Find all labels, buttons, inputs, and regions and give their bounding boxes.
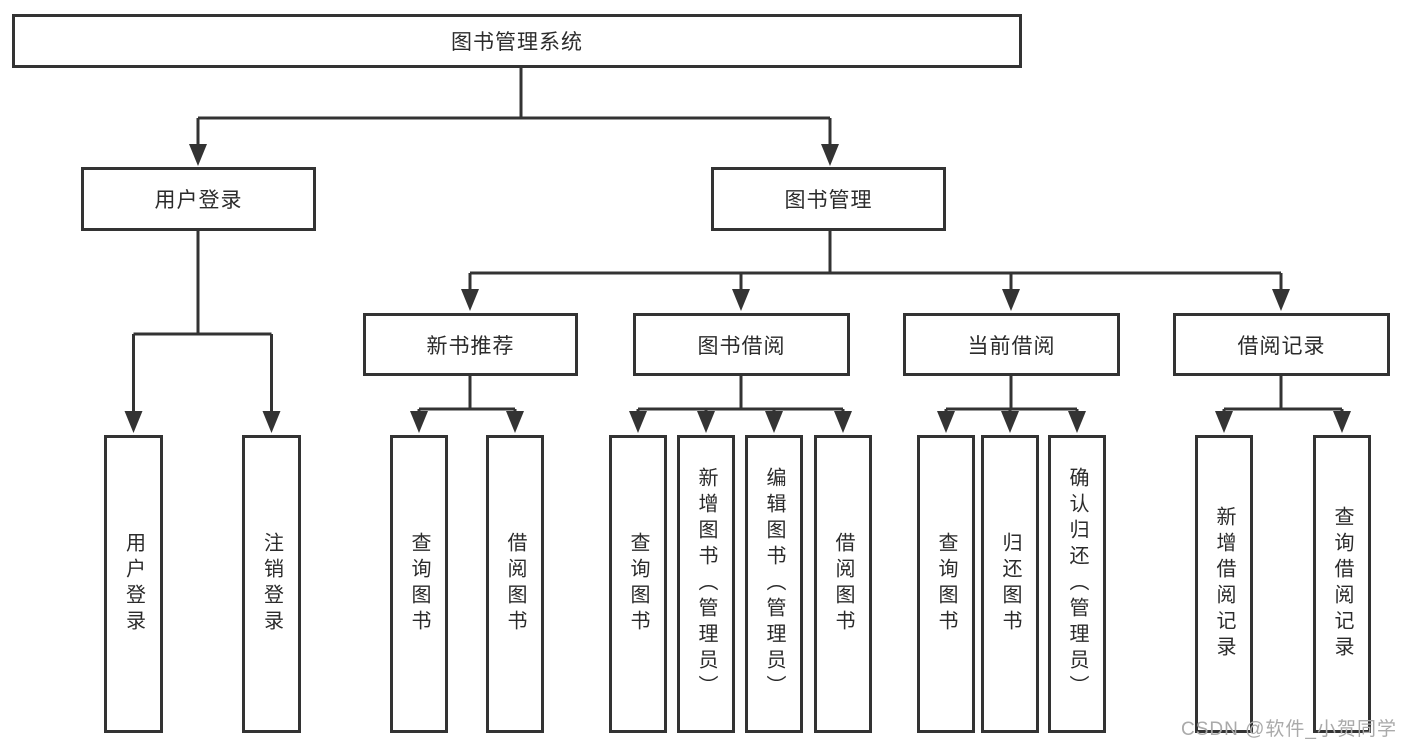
leaf-borrow-books-borrowing-label: 借阅图书: [832, 532, 854, 636]
leaf-query-books-borrowing: 查询图书: [609, 435, 667, 733]
leaf-logout-label: 注销登录: [260, 532, 283, 636]
leaf-add-book-admin-label: 新增图书（管理员）: [695, 467, 717, 701]
leaf-borrow-books-borrowing: 借阅图书: [814, 435, 872, 733]
leaf-return-book-label: 归还图书: [999, 532, 1021, 636]
watermark: CSDN @软件_小贺同学: [1181, 719, 1397, 740]
leaf-logout: 注销登录: [242, 435, 301, 733]
node-user-login: 用户登录: [81, 167, 316, 231]
node-book-management: 图书管理: [711, 167, 946, 231]
leaf-query-borrow-record: 查询借阅记录: [1313, 435, 1371, 733]
leaf-add-book-admin: 新增图书（管理员）: [677, 435, 735, 733]
leaf-borrow-books-recommend-label: 借阅图书: [504, 532, 526, 636]
node-book-borrowing: 图书借阅: [633, 313, 850, 376]
leaf-borrow-books-recommend: 借阅图书: [486, 435, 544, 733]
node-book-management-label: 图书管理: [784, 189, 873, 212]
leaf-query-books-current: 查询图书: [917, 435, 975, 733]
leaf-edit-book-admin: 编辑图书（管理员）: [745, 435, 803, 733]
node-book-borrowing-label: 图书借阅: [697, 334, 786, 358]
leaf-query-books-recommend: 查询图书: [390, 435, 448, 733]
leaf-query-books-current-label: 查询图书: [935, 532, 957, 636]
leaf-edit-book-admin-label: 编辑图书（管理员）: [763, 467, 785, 701]
leaf-add-borrow-record-label: 新增借阅记录: [1213, 506, 1235, 662]
leaf-query-books-recommend-label: 查询图书: [408, 532, 430, 636]
leaf-query-books-borrowing-label: 查询图书: [627, 532, 649, 636]
node-new-book-recommend: 新书推荐: [363, 313, 578, 376]
leaf-confirm-return-admin-label: 确认归还（管理员）: [1066, 467, 1088, 701]
leaf-query-borrow-record-label: 查询借阅记录: [1331, 506, 1353, 662]
node-borrowing-records-label: 借阅记录: [1237, 334, 1326, 358]
leaf-confirm-return-admin: 确认归还（管理员）: [1048, 435, 1106, 733]
leaf-user-login: 用户登录: [104, 435, 163, 733]
arrowhead-icons: [124, 144, 1351, 433]
node-current-borrowing: 当前借阅: [903, 313, 1120, 376]
leaf-user-login-label: 用户登录: [122, 532, 145, 636]
node-new-book-recommend-label: 新书推荐: [426, 334, 515, 358]
node-system-label: 图书管理系统: [451, 31, 583, 54]
node-system: 图书管理系统: [12, 14, 1022, 68]
node-current-borrowing-label: 当前借阅: [967, 334, 1056, 358]
node-borrowing-records: 借阅记录: [1173, 313, 1390, 376]
leaf-add-borrow-record: 新增借阅记录: [1195, 435, 1253, 733]
leaf-return-book: 归还图书: [981, 435, 1039, 733]
node-user-login-label: 用户登录: [154, 189, 243, 212]
